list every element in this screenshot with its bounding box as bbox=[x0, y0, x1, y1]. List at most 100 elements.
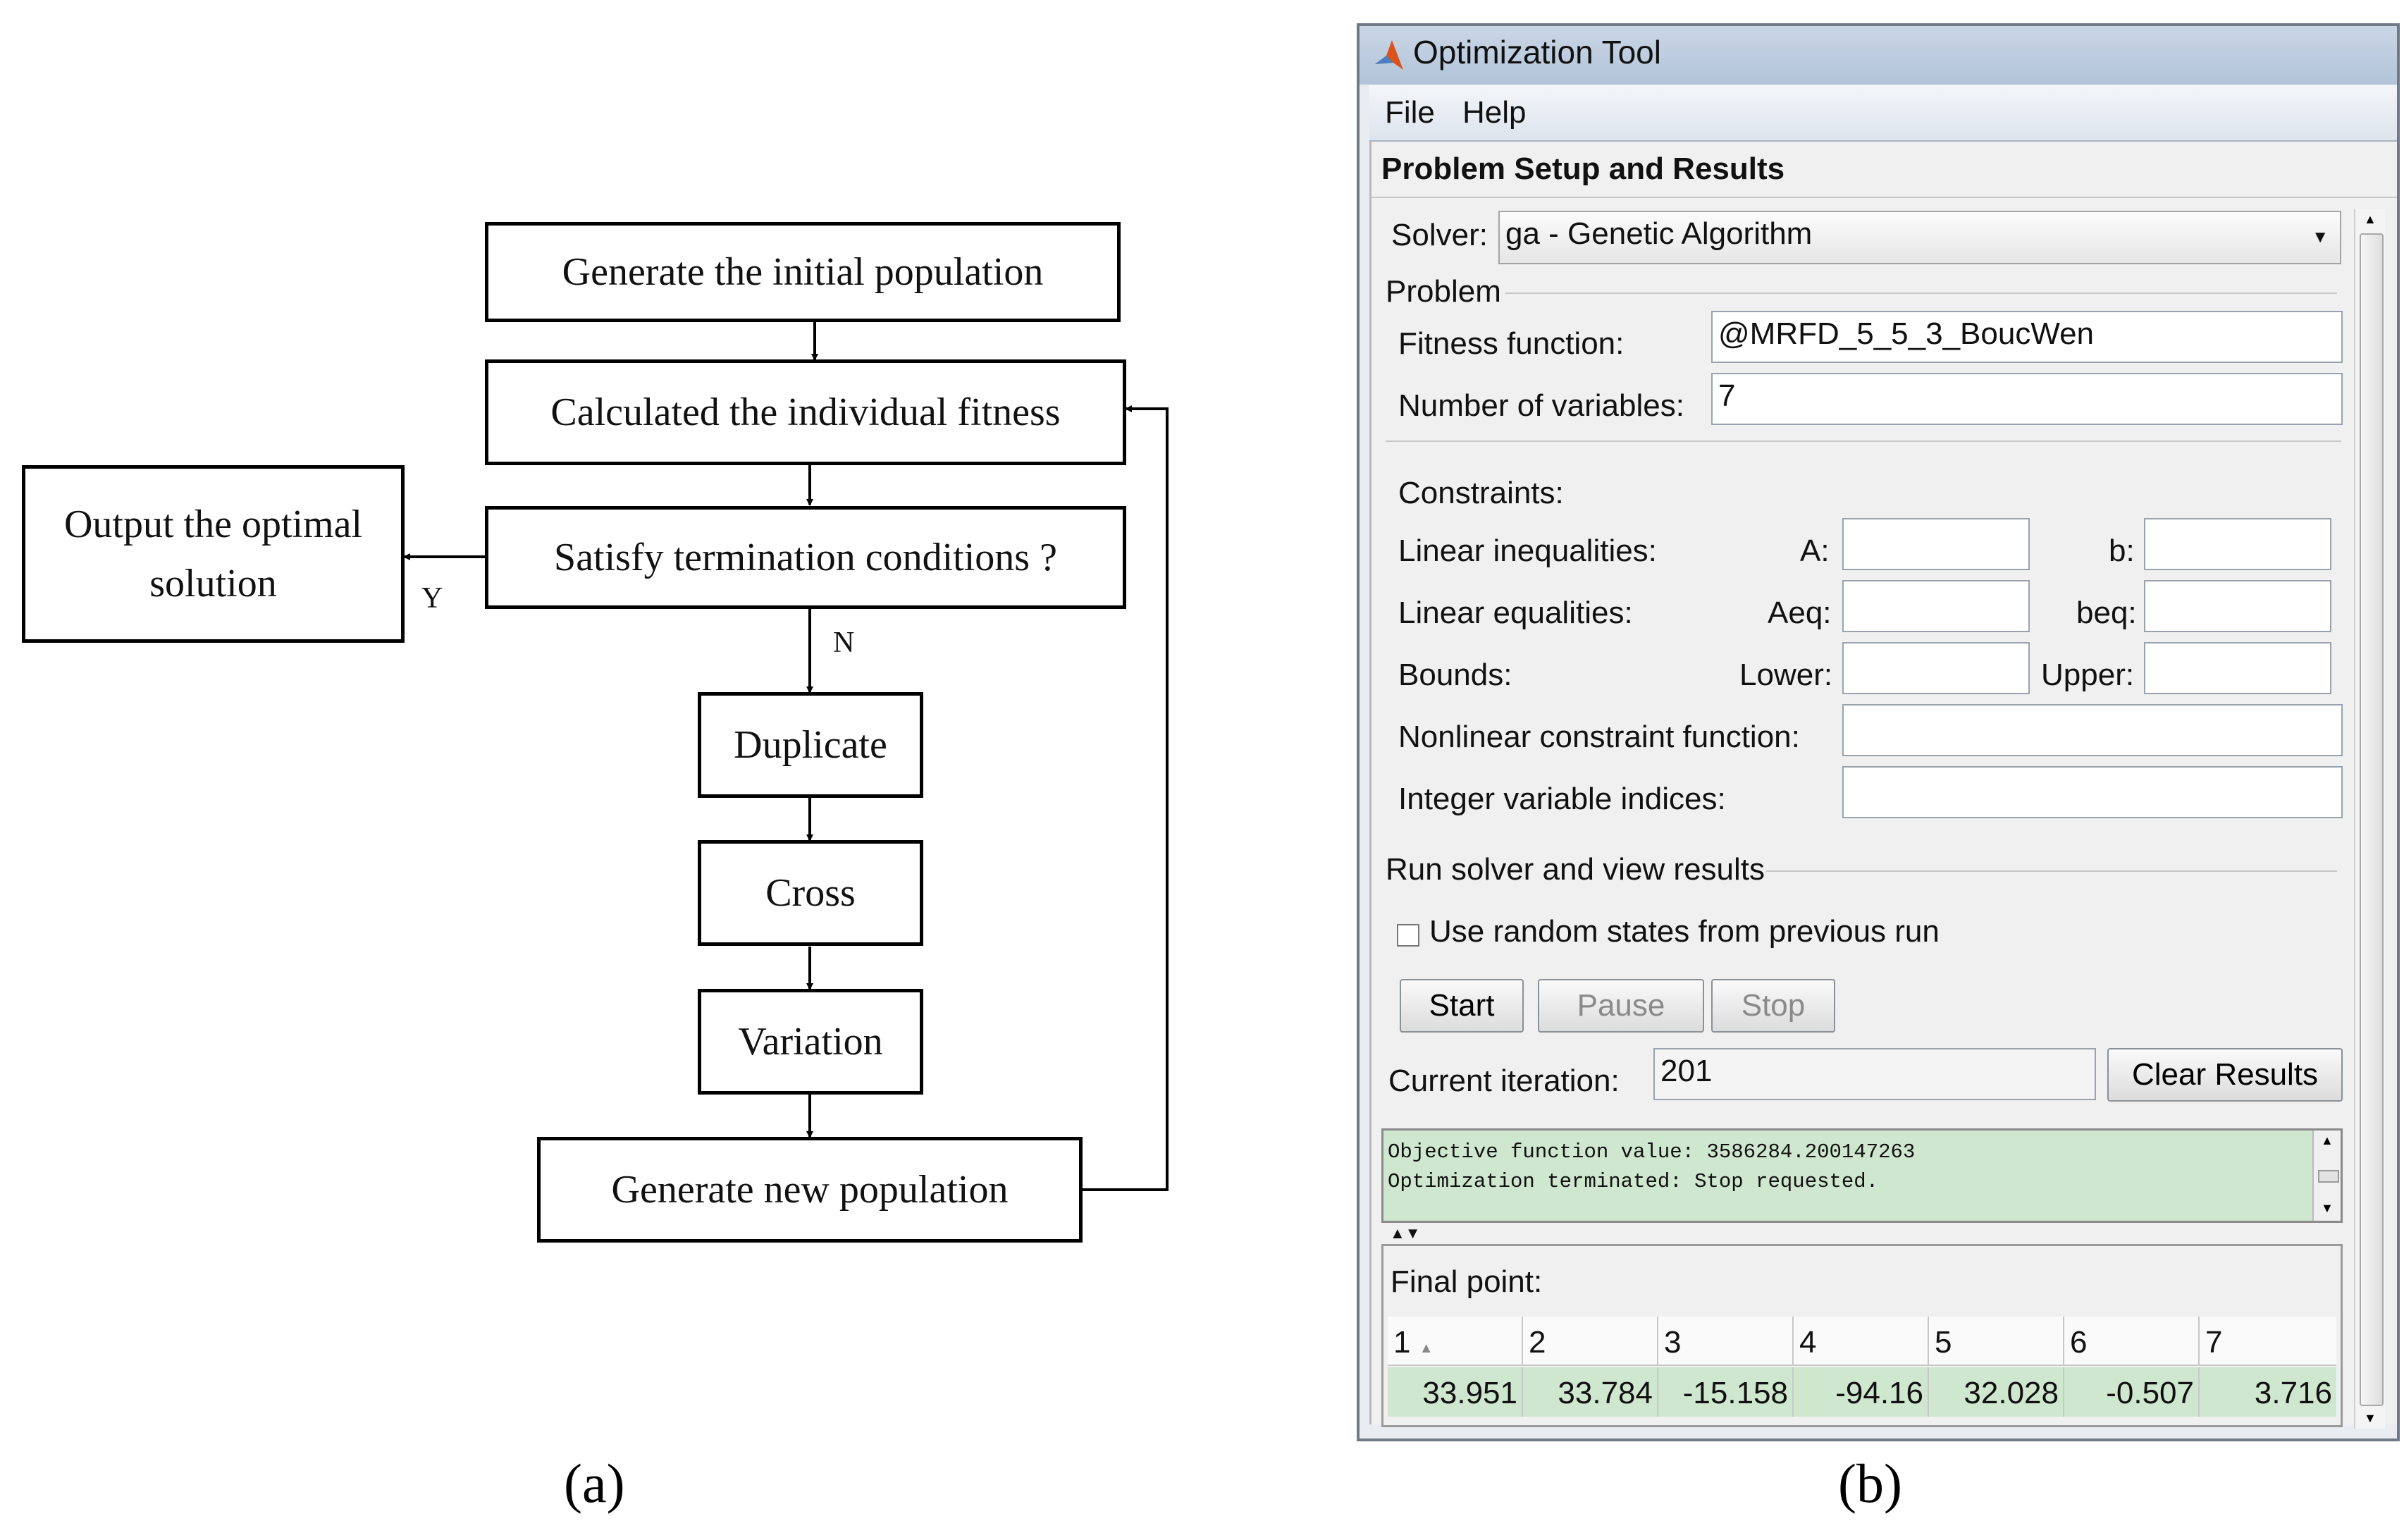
box-output-line2: solution bbox=[149, 562, 277, 605]
solver-dropdown[interactable]: ga - Genetic Algorithm ▼ bbox=[1498, 211, 2341, 264]
menu-bar: File Help bbox=[1369, 85, 2397, 142]
fitness-function-field[interactable]: @MRFD_5_5_3_BoucWen bbox=[1711, 311, 2343, 363]
caption-b: (b) bbox=[1838, 1453, 1902, 1514]
col-header-1[interactable]: 1 ▲ bbox=[1388, 1317, 1523, 1366]
final-point-table: 1 ▲ 2 3 4 5 6 7 33.951 33.784 -15.158 -9… bbox=[1388, 1317, 2336, 1422]
final-point-label: Final point: bbox=[1391, 1264, 1543, 1299]
arrow-loop-back bbox=[1083, 405, 1169, 1191]
box-calc-fitness-label: Calculated the individual fitness bbox=[550, 390, 1061, 434]
b-vector-field[interactable] bbox=[2144, 518, 2331, 570]
panel-scroll-thumb[interactable] bbox=[2360, 233, 2384, 1406]
splitter-up-icon[interactable]: ▲ bbox=[1390, 1224, 1405, 1242]
nonlinear-constraint-field[interactable] bbox=[1842, 704, 2343, 756]
stop-button[interactable]: Stop bbox=[1711, 979, 1835, 1033]
beq-label: beq: bbox=[2076, 596, 2137, 630]
section-header-title: Problem Setup and Results bbox=[1381, 152, 1785, 186]
col-header-4[interactable]: 4 bbox=[1794, 1317, 1929, 1366]
box-generate-new-label: Generate new population bbox=[611, 1167, 1009, 1212]
final-value-3[interactable]: -15.158 bbox=[1658, 1367, 1794, 1417]
run-group-label: Run solver and view results bbox=[1386, 852, 1765, 887]
scroll-up-icon[interactable]: ▲ bbox=[2321, 1133, 2334, 1147]
final-value-5[interactable]: 32.028 bbox=[1929, 1367, 2064, 1417]
pause-button-label: Pause bbox=[1577, 988, 1665, 1023]
sort-up-icon: ▲ bbox=[1419, 1341, 1434, 1356]
section-header: Problem Setup and Results bbox=[1371, 142, 2397, 198]
col-header-4-label: 4 bbox=[1799, 1325, 1817, 1360]
upper-bound-field[interactable] bbox=[2144, 642, 2331, 694]
run-group-divider bbox=[1766, 870, 2337, 872]
final-value-6-text: -0.507 bbox=[2106, 1376, 2194, 1410]
matlab-logo-icon bbox=[1375, 40, 1403, 70]
col-header-6-label: 6 bbox=[2070, 1325, 2088, 1360]
final-point-header-row: 1 ▲ 2 3 4 5 6 7 bbox=[1388, 1317, 2336, 1366]
random-states-checkbox[interactable] bbox=[1397, 924, 1419, 947]
status-line-2: Optimization terminated: Stop requested. bbox=[1388, 1170, 1879, 1193]
label-no: N bbox=[833, 627, 855, 659]
pause-button[interactable]: Pause bbox=[1538, 979, 1704, 1033]
start-button[interactable]: Start bbox=[1400, 979, 1524, 1033]
clear-results-label: Clear Results bbox=[2131, 1057, 2319, 1092]
label-yes: Y bbox=[421, 582, 443, 615]
final-value-4-text: -94.16 bbox=[1835, 1376, 1923, 1410]
integer-variable-field[interactable] bbox=[1842, 766, 2343, 818]
constraints-divider bbox=[1386, 441, 2341, 442]
fitness-function-value: @MRFD_5_5_3_BoucWen bbox=[1718, 316, 2095, 351]
current-iteration-label: Current iteration: bbox=[1388, 1064, 1620, 1098]
status-scrollbar[interactable]: ▲ ▼ bbox=[2312, 1131, 2341, 1221]
scroll-down-icon[interactable]: ▼ bbox=[2321, 1201, 2334, 1215]
final-value-2[interactable]: 33.784 bbox=[1523, 1367, 1658, 1417]
col-header-3-label: 3 bbox=[1664, 1325, 1682, 1360]
upper-label: Upper: bbox=[2041, 658, 2135, 692]
col-header-5[interactable]: 5 bbox=[1929, 1317, 2064, 1366]
final-value-7-text: 3.716 bbox=[2254, 1376, 2332, 1410]
flowchart-connectors bbox=[403, 321, 1169, 1191]
final-value-6[interactable]: -0.507 bbox=[2064, 1367, 2200, 1417]
final-value-5-text: 32.028 bbox=[1964, 1376, 2059, 1410]
window-title: Optimization Tool bbox=[1413, 34, 1661, 70]
panel-scroll-down-icon[interactable]: ▼ bbox=[2364, 1411, 2377, 1425]
box-variation: Variation bbox=[698, 989, 923, 1095]
col-header-6[interactable]: 6 bbox=[2064, 1317, 2200, 1366]
col-header-7[interactable]: 7 bbox=[2200, 1317, 2336, 1366]
solver-label: Solver: bbox=[1391, 218, 1488, 252]
box-output-line1: Output the optimal bbox=[63, 503, 363, 546]
box-duplicate-label: Duplicate bbox=[734, 722, 887, 767]
col-header-2[interactable]: 2 bbox=[1523, 1317, 1658, 1366]
final-point-panel: Final point: 1 ▲ 2 3 4 5 6 7 33.951 33.7… bbox=[1381, 1244, 2343, 1427]
panel-scroll-up-icon[interactable]: ▲ bbox=[2364, 212, 2377, 226]
splitter-arrows[interactable]: ▲▼ bbox=[1390, 1224, 1421, 1243]
aeq-label: Aeq: bbox=[1768, 596, 1832, 630]
box-duplicate: Duplicate bbox=[698, 692, 923, 798]
final-value-1[interactable]: 33.951 bbox=[1388, 1367, 1523, 1417]
final-value-7[interactable]: 3.716 bbox=[2200, 1367, 2336, 1417]
scroll-thumb[interactable] bbox=[2318, 1170, 2339, 1183]
splitter-down-icon[interactable]: ▼ bbox=[1405, 1224, 1421, 1242]
problem-group-label: Problem bbox=[1386, 274, 1501, 309]
menu-help[interactable]: Help bbox=[1462, 95, 1527, 130]
col-header-7-label: 7 bbox=[2205, 1325, 2223, 1360]
number-of-variables-label: Number of variables: bbox=[1398, 388, 1684, 423]
final-point-value-row: 33.951 33.784 -15.158 -94.16 32.028 -0.5… bbox=[1388, 1367, 2336, 1417]
current-iteration-value: 201 bbox=[1660, 1054, 1713, 1088]
col-header-3[interactable]: 3 bbox=[1658, 1317, 1794, 1366]
menu-file[interactable]: File bbox=[1385, 95, 1435, 130]
final-value-4[interactable]: -94.16 bbox=[1794, 1367, 1929, 1417]
caption-a: (a) bbox=[564, 1453, 625, 1514]
box-cross: Cross bbox=[698, 840, 923, 946]
random-states-label: Use random states from previous run bbox=[1429, 914, 1940, 949]
number-of-variables-field[interactable]: 7 bbox=[1711, 373, 2343, 425]
clear-results-button[interactable]: Clear Results bbox=[2107, 1048, 2343, 1102]
final-value-2-text: 33.784 bbox=[1558, 1376, 1653, 1410]
aeq-matrix-field[interactable] bbox=[1842, 580, 2030, 632]
final-value-1-text: 33.951 bbox=[1422, 1376, 1517, 1410]
box-satisfy-termination: Satisfy termination conditions ? bbox=[485, 506, 1126, 609]
beq-vector-field[interactable] bbox=[2144, 580, 2331, 632]
chevron-down-icon: ▼ bbox=[2312, 228, 2329, 247]
a-matrix-field[interactable] bbox=[1842, 518, 2030, 570]
box-generate-initial-label: Generate the initial population bbox=[562, 250, 1044, 294]
b-label: b: bbox=[2109, 534, 2135, 568]
lower-label: Lower: bbox=[1739, 658, 1833, 692]
problem-setup-panel: Problem Setup and Results Solver: ga - G… bbox=[1369, 142, 2397, 1429]
panel-scrollbar[interactable]: ▲ ▼ bbox=[2354, 209, 2385, 1429]
lower-bound-field[interactable] bbox=[1842, 642, 2030, 694]
